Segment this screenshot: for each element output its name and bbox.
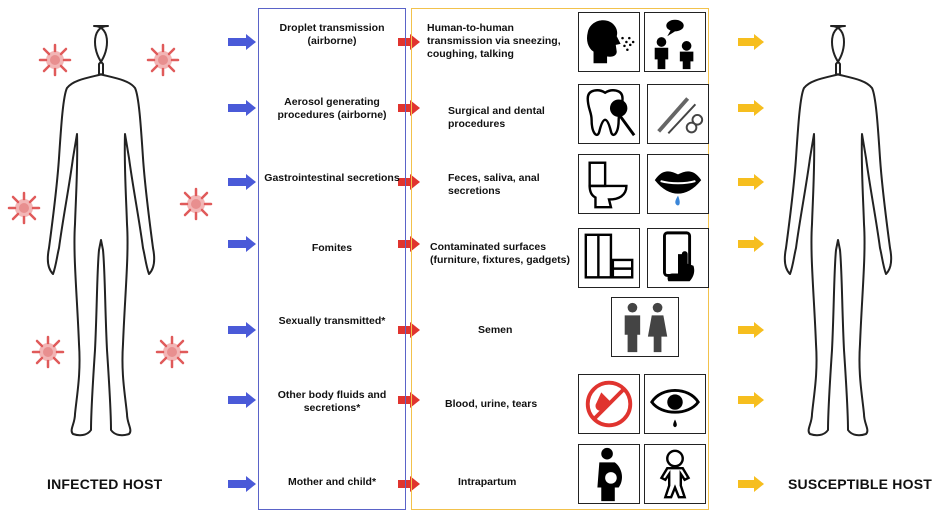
blood-tube-icon [578,374,640,434]
infected-host-label: INFECTED HOST [47,476,163,492]
red-arrow-icon [398,236,420,252]
pregnant-woman-icon [578,444,640,504]
blue-arrow-icon [228,476,256,492]
route-label: Droplet transmission (airborne) [279,22,385,47]
sneezing-head-icon [578,12,640,72]
detail-label: Contaminated surfaces (furniture, fixtur… [430,241,571,266]
virus-particle-icon [146,43,180,77]
man-woman-icon [611,297,679,357]
dental-tooth-icon [578,84,640,144]
virus-particle-icon [31,335,65,369]
virus-particle-icon [155,335,189,369]
virus-particle-icon [179,187,213,221]
route-label: Mother and child* [287,476,377,488]
virus-particle-icon [7,191,41,225]
susceptible-host-label: SUSCEPTIBLE HOST [788,476,932,492]
transmission-route-column [258,8,406,510]
blue-arrow-icon [228,322,256,338]
yellow-arrow-icon [738,392,764,408]
infected-host-figure [46,25,156,437]
mouth-saliva-icon [647,154,709,214]
red-arrow-icon [398,322,420,338]
smartphone-touch-icon [647,228,709,288]
red-arrow-icon [398,34,420,50]
baby-icon [644,444,706,504]
detail-label: Surgical and dental procedures [448,105,545,130]
detail-label: Blood, urine, tears [445,398,538,410]
route-label: Gastrointestinal secretions [264,172,400,184]
surgical-scissors-icon [647,84,709,144]
detail-label: Human-to-human transmission via sneezing… [427,22,561,60]
detail-label: Semen [478,324,513,336]
yellow-arrow-icon [738,174,764,190]
people-talking-icon [644,12,706,72]
blue-arrow-icon [228,100,256,116]
yellow-arrow-icon [738,476,764,492]
blue-arrow-icon [228,392,256,408]
red-arrow-icon [398,392,420,408]
blue-arrow-icon [228,34,256,50]
route-label: Aerosol generating procedures (airborne) [277,96,387,121]
eye-tear-icon [644,374,706,434]
route-label: Fomites [311,242,353,254]
toilet-icon [578,154,640,214]
yellow-arrow-icon [738,34,764,50]
red-arrow-icon [398,174,420,190]
red-arrow-icon [398,476,420,492]
route-label: Other body fluids and secretions* [277,389,387,414]
red-arrow-icon [398,100,420,116]
furniture-icon [578,228,640,288]
yellow-arrow-icon [738,322,764,338]
yellow-arrow-icon [738,100,764,116]
detail-label: Feces, saliva, anal secretions [448,172,540,197]
susceptible-host-figure [783,25,893,437]
blue-arrow-icon [228,174,256,190]
route-label: Sexually transmitted* [278,315,386,327]
detail-label: Intrapartum [458,476,517,488]
virus-particle-icon [38,43,72,77]
blue-arrow-icon [228,236,256,252]
yellow-arrow-icon [738,236,764,252]
